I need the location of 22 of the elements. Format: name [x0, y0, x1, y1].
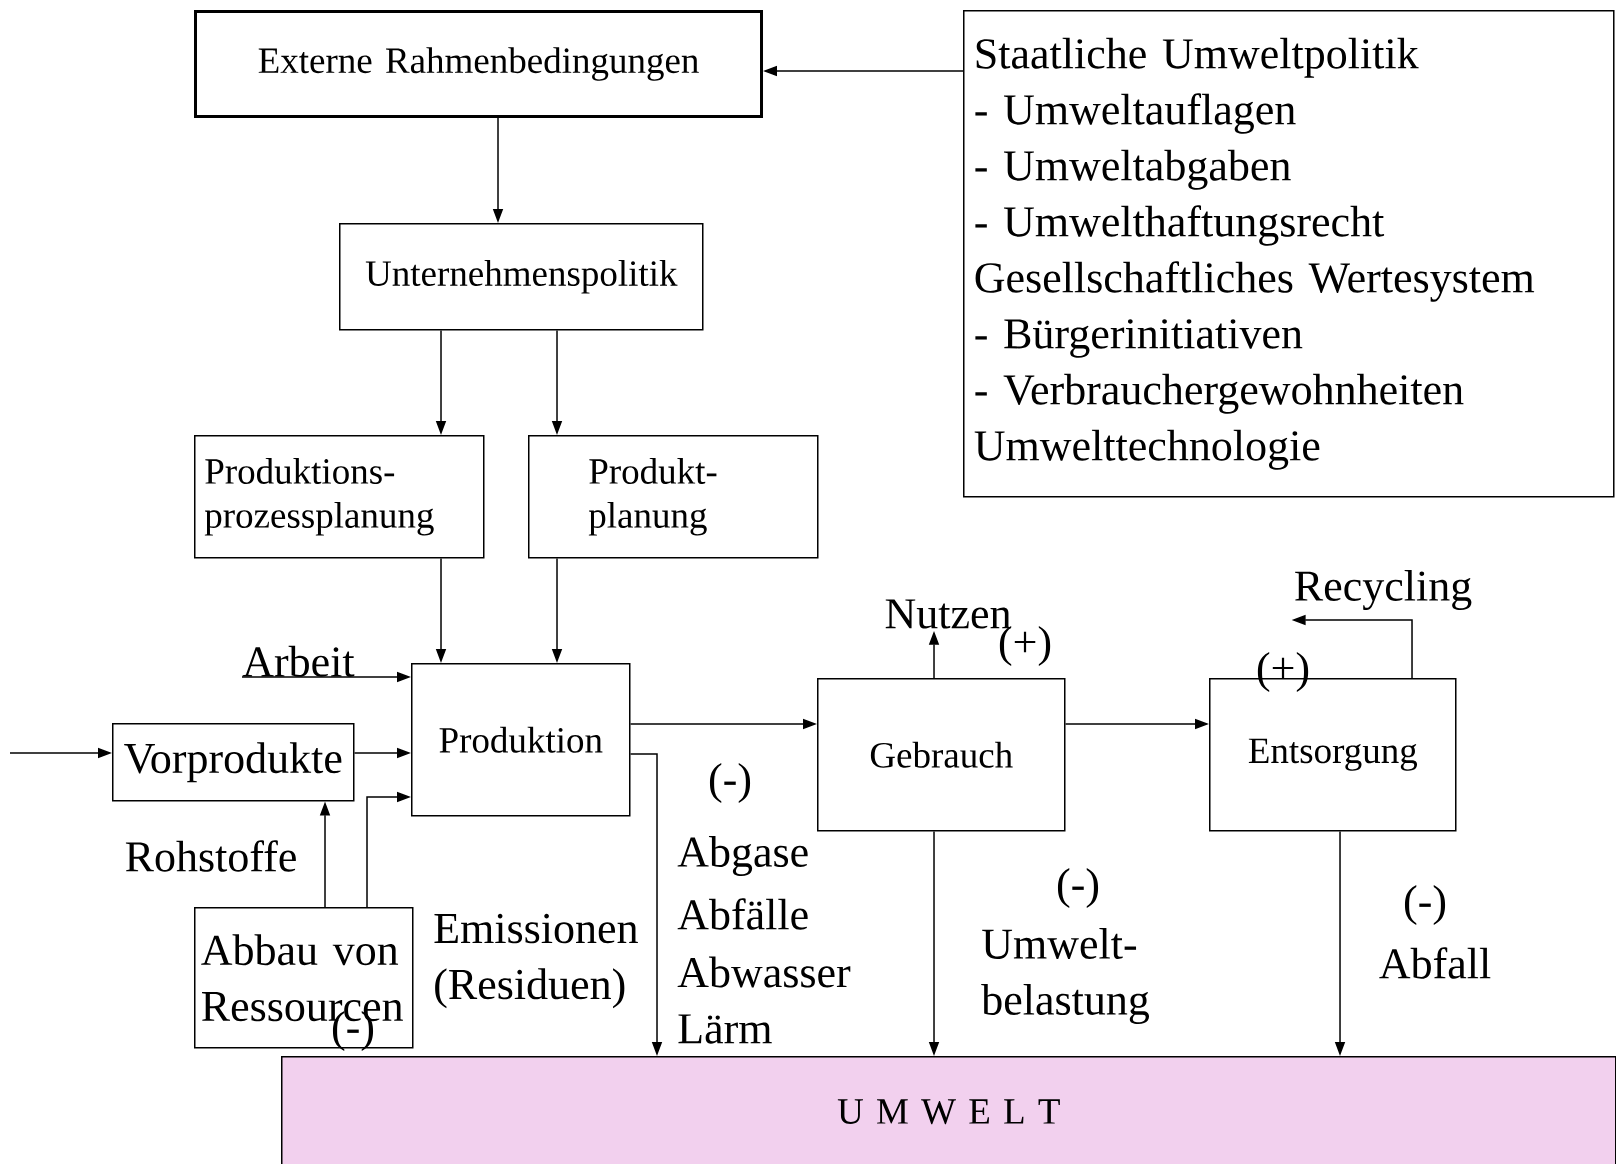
flow-label: Recycling	[1295, 570, 1472, 610]
annotation: Abwasser	[677, 956, 851, 988]
process-box: Produkt- planung	[528, 435, 819, 559]
factor-box: Staatliche Umweltpolitik - Umweltauflagen - Umweltabgaben - Umwelthaftungsrecht Gesellschaftliches Wertesystem - Bürgerinitiativen - Verbrauchergewohnheiten Umwelttechnologie	[963, 10, 1615, 498]
annotation: Abgase	[677, 836, 808, 876]
process-box: Unternehmenspolitik	[339, 223, 704, 331]
annotation: Rohstoffe	[125, 840, 296, 872]
annotation: (-)	[709, 763, 751, 803]
annotation: Abfälle	[677, 898, 808, 930]
annotation: Umwelt- belastung	[981, 928, 1149, 1024]
process-box: Gebrauch	[817, 678, 1066, 832]
process-box: Produktion	[411, 663, 631, 817]
environment-band: U M W E L T	[281, 1056, 1616, 1164]
flow-label: Arbeit	[242, 645, 355, 677]
annotation: (-)	[1057, 868, 1099, 908]
process-box: Produktions- prozessplanung	[194, 435, 485, 559]
process-box: Externe Rahmenbedingungen	[194, 10, 763, 118]
annotation: (-)	[1404, 885, 1446, 925]
annotation: Abfall	[1379, 947, 1491, 979]
annotation: Emissionen (Residuen)	[434, 913, 638, 1009]
process-box: Vorprodukte	[112, 723, 355, 802]
annotation: Lärm	[678, 1014, 772, 1044]
